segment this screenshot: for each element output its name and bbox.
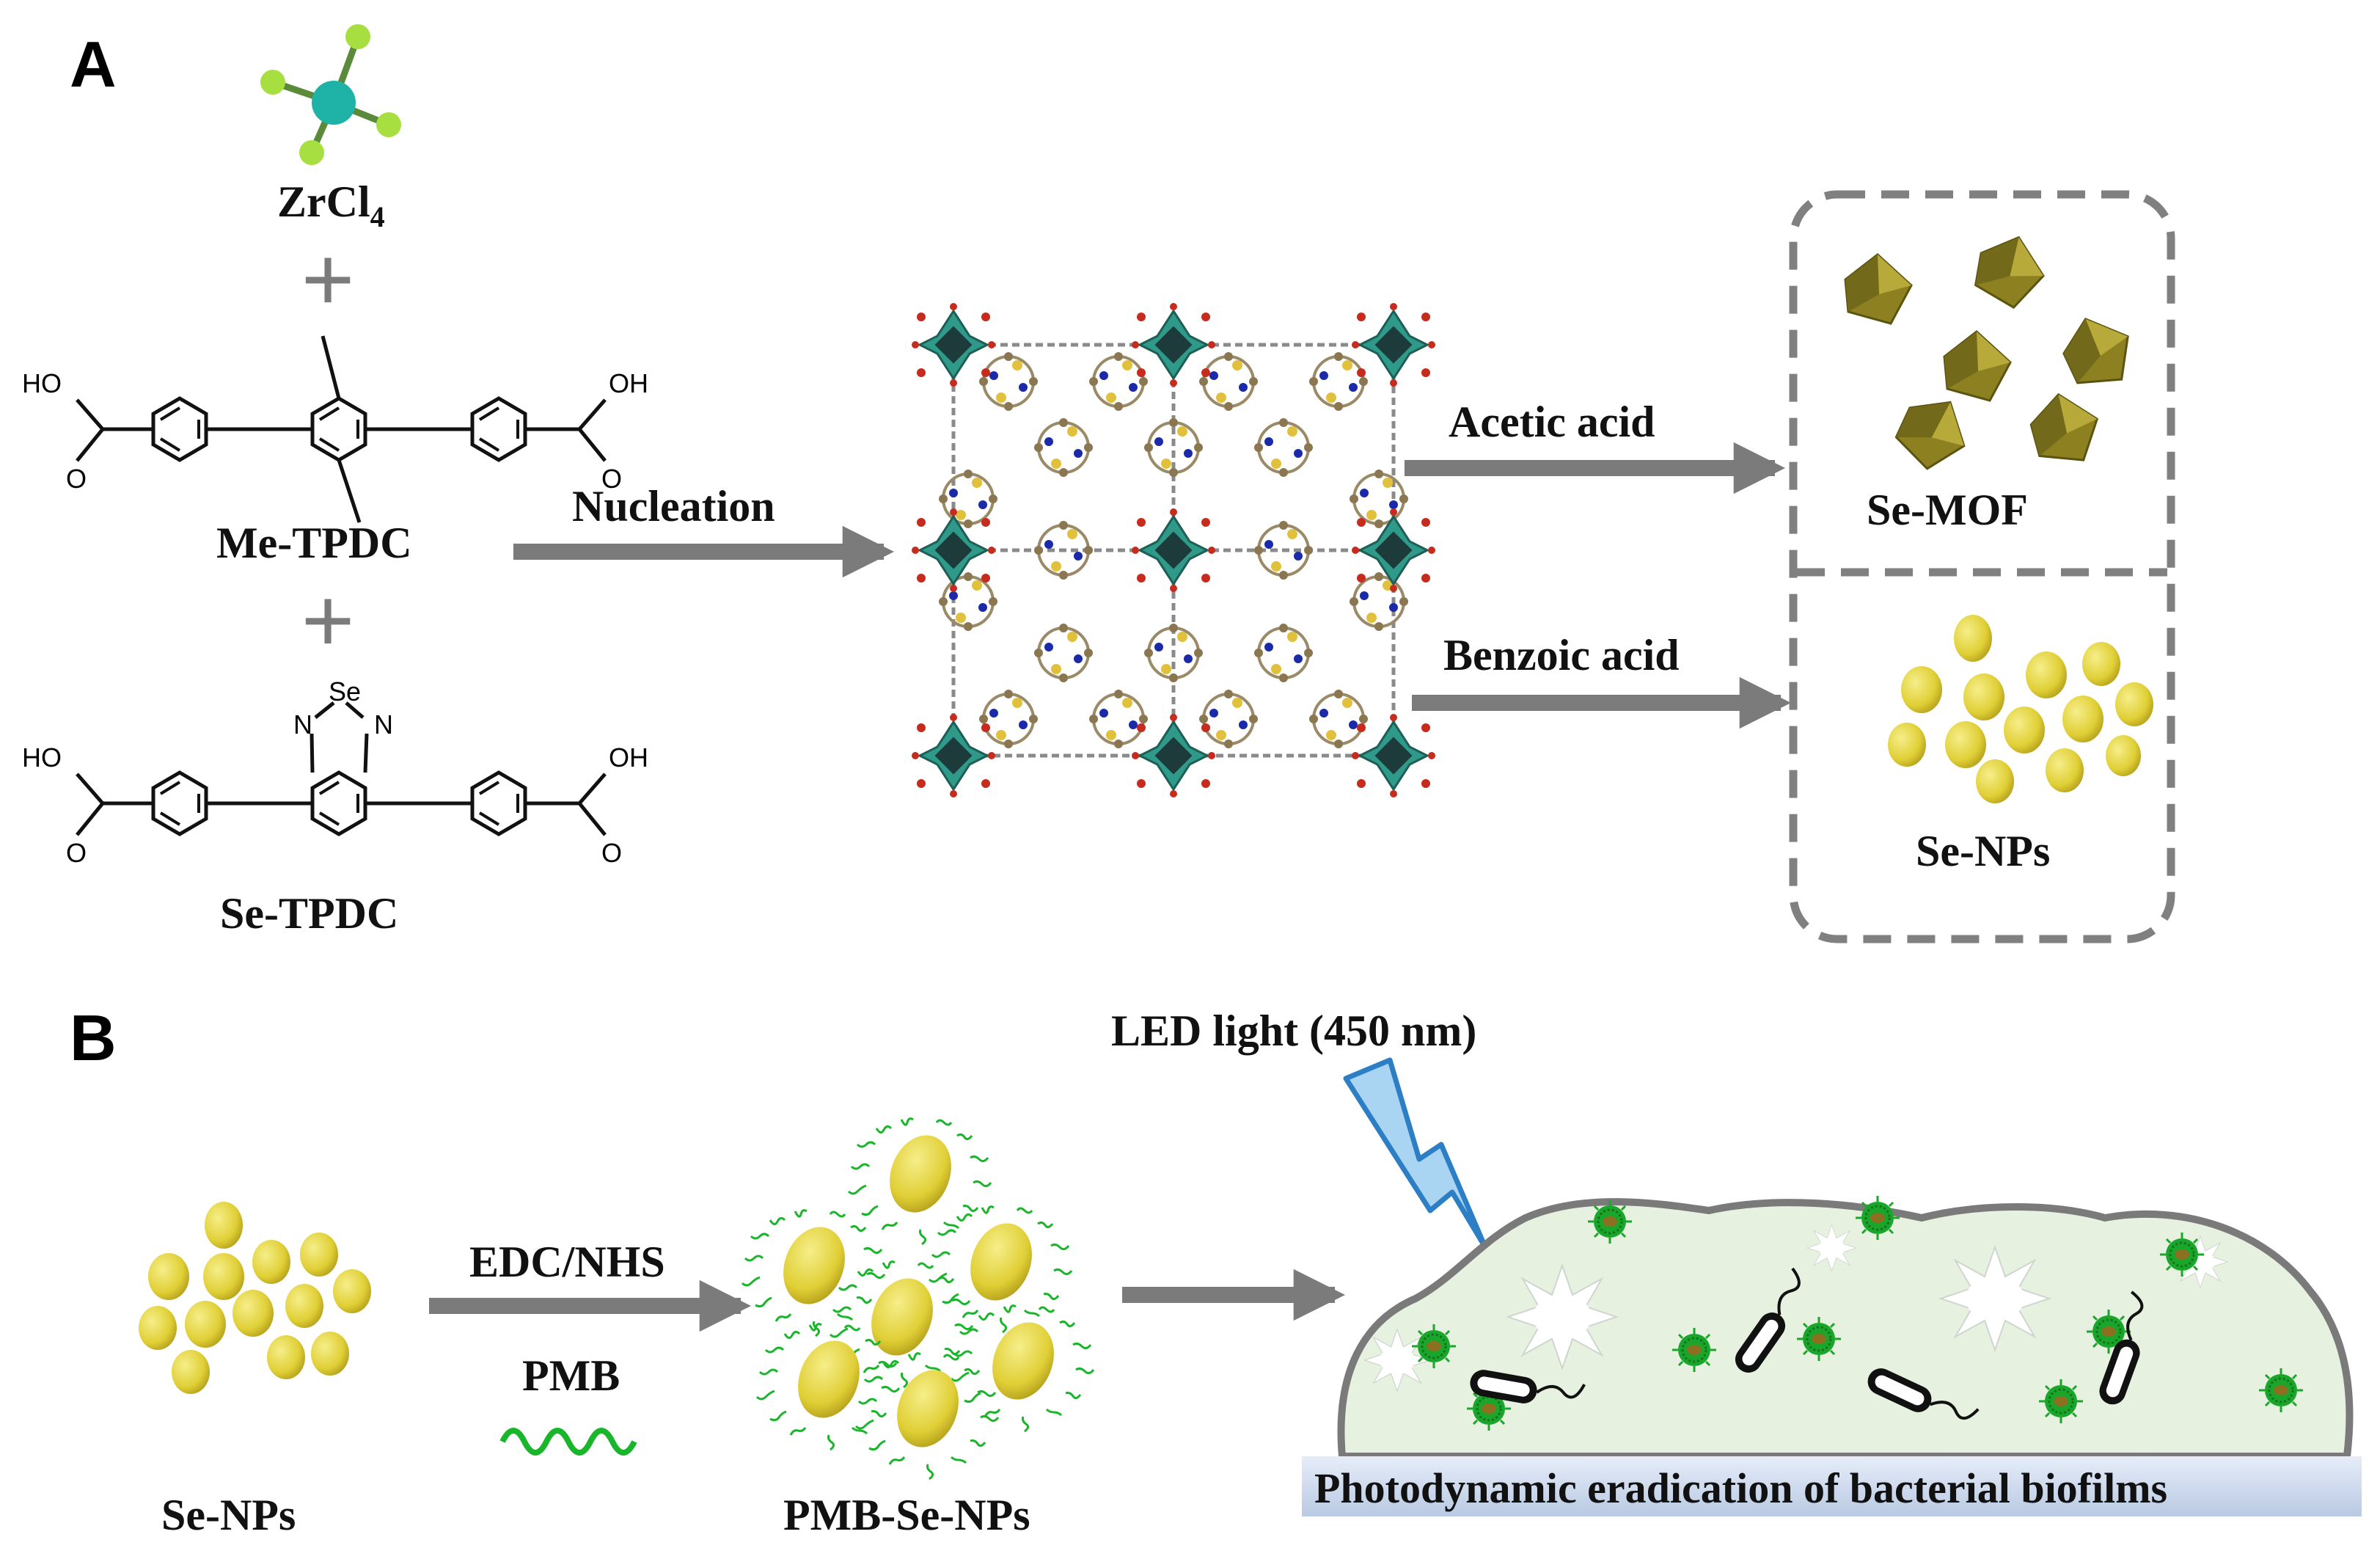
se-mof-label: Se-MOF	[1867, 486, 2028, 534]
caption-bar	[1302, 1456, 2362, 1516]
se-o-right-label: O	[601, 838, 622, 868]
plus-sign-1: +	[301, 227, 355, 333]
nucleation-label: Nucleation	[572, 482, 775, 530]
se-nps-label-b: Se-NPs	[161, 1491, 296, 1539]
benzoic-acid-label: Benzoic acid	[1443, 631, 1680, 679]
me-oh-label: OH	[609, 368, 648, 398]
se-nps-cluster-a	[1888, 615, 2153, 803]
me-o-right-label: O	[601, 464, 622, 494]
zrcl4-label: ZrCl4	[277, 178, 385, 233]
plus-sign-2: +	[301, 569, 355, 674]
pmb-se-nps-label: PMB-Se-NPs	[783, 1491, 1030, 1539]
se-nps-label-a: Se-NPs	[1916, 827, 2050, 875]
se-n-left-label: N	[293, 709, 312, 740]
caption-text: Photodynamic eradication of bacterial bi…	[1314, 1464, 2167, 1512]
se-ho-label: HO	[22, 742, 62, 773]
se-oh-label: OH	[609, 742, 648, 773]
led-light-label: LED light (450 nm)	[1111, 1007, 1476, 1055]
se-mof-crystals	[1844, 227, 2142, 481]
pmb-label: PMB	[522, 1351, 620, 1400]
product-box	[1789, 190, 2175, 943]
acetic-acid-label: Acetic acid	[1449, 398, 1655, 446]
biofilm	[1337, 1194, 2354, 1460]
se-atom-label: Se	[329, 676, 361, 707]
se-n-right-label: N	[374, 709, 393, 740]
me-tpdc-structure	[76, 335, 607, 523]
zrcl4-molecule	[260, 24, 401, 165]
pmb-chain-icon	[499, 1428, 637, 1456]
se-tpdc-structure	[76, 701, 607, 836]
lightning-bolt-icon	[1343, 1057, 1488, 1250]
se-nps-cluster-b	[139, 1202, 371, 1394]
me-ho-label: HO	[22, 368, 62, 398]
pmb-se-nps-cluster	[741, 1117, 1095, 1481]
me-tpdc-label: Me-TPDC	[216, 519, 412, 567]
se-tpdc-label: Se-TPDC	[220, 889, 398, 938]
edc-nhs-label: EDC/NHS	[469, 1238, 665, 1286]
panel-b-label: B	[70, 1001, 117, 1074]
panel-a-label: A	[70, 28, 117, 101]
mof-lattice	[910, 302, 1437, 799]
se-o-left-label: O	[66, 838, 87, 868]
me-o-left-label: O	[66, 464, 87, 494]
